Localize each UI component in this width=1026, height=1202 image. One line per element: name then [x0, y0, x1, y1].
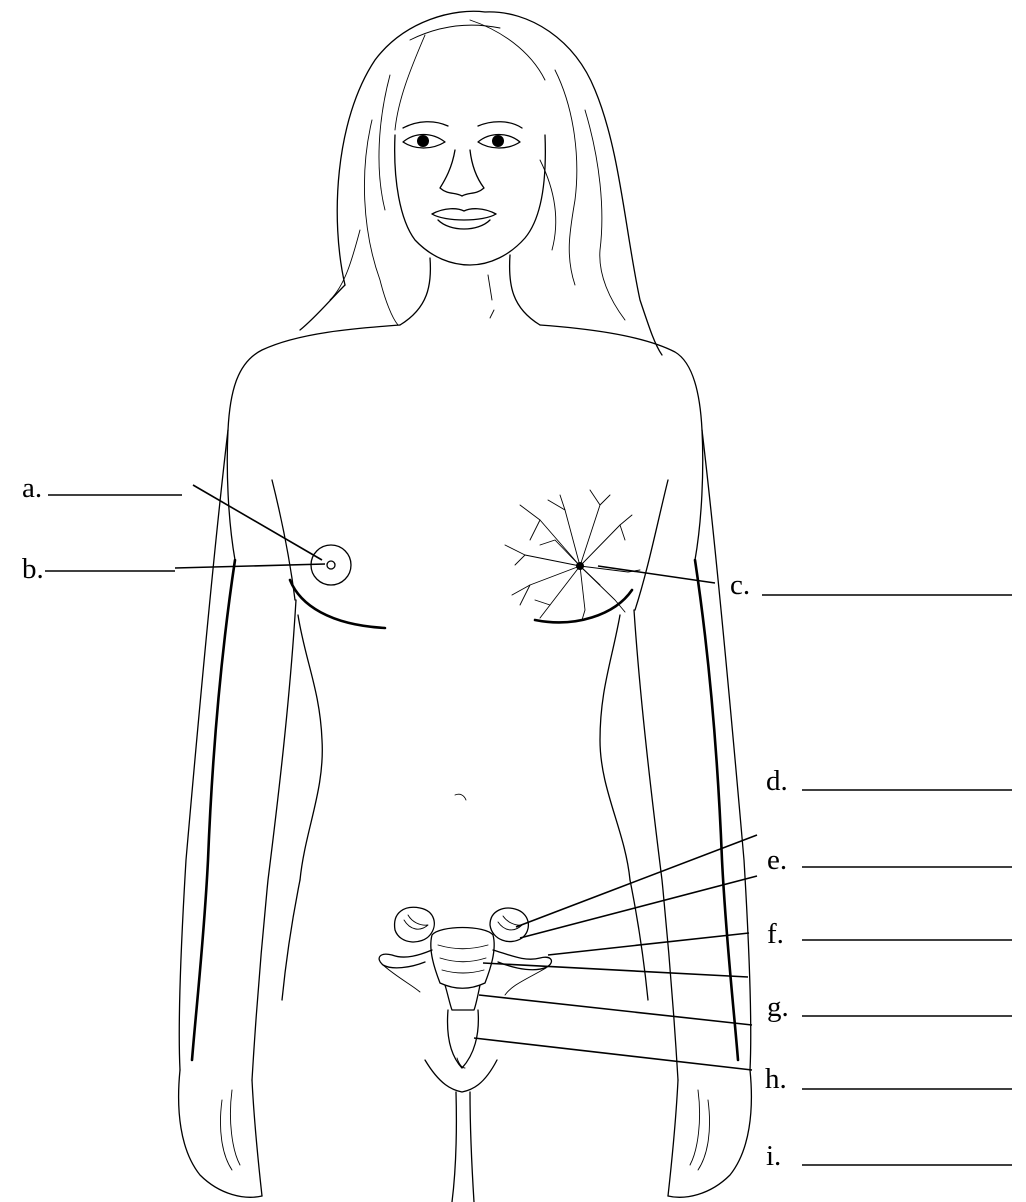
label-h: h. — [765, 1063, 787, 1095]
label-g: g. — [767, 991, 789, 1023]
vagina — [448, 1010, 479, 1068]
label-c: c. — [730, 569, 750, 601]
label-a: a. — [22, 472, 42, 504]
left-eye — [403, 135, 445, 149]
leader-line-g — [483, 963, 748, 977]
label-d: d. — [766, 765, 788, 797]
leader-line-b — [175, 564, 325, 568]
nose — [440, 150, 484, 196]
leader-lines — [175, 485, 757, 1070]
leader-line-h — [479, 995, 752, 1025]
left-eyebrow — [403, 122, 448, 128]
labels: a. b. c. d. e. f. g. h. i. — [22, 472, 1012, 1172]
navel — [455, 794, 466, 800]
left-ovary — [395, 907, 435, 942]
right-eye — [478, 135, 520, 149]
label-i: i. — [766, 1140, 781, 1172]
leader-line-f — [548, 933, 749, 955]
mammary-gland-ducts — [505, 490, 640, 620]
right-eyebrow — [478, 122, 522, 128]
mouth — [432, 209, 496, 229]
leader-line-i — [474, 1038, 752, 1070]
torso — [227, 325, 702, 1202]
label-e: e. — [767, 844, 787, 876]
figure-illustration — [179, 11, 752, 1202]
face — [395, 122, 546, 265]
label-b: b. — [22, 553, 44, 585]
left-fallopian-tube — [379, 950, 432, 968]
left-breast — [290, 580, 385, 628]
label-f: f. — [767, 918, 784, 950]
leader-line-a — [193, 485, 322, 560]
left-arm — [179, 430, 296, 1197]
right-arm — [634, 430, 751, 1197]
